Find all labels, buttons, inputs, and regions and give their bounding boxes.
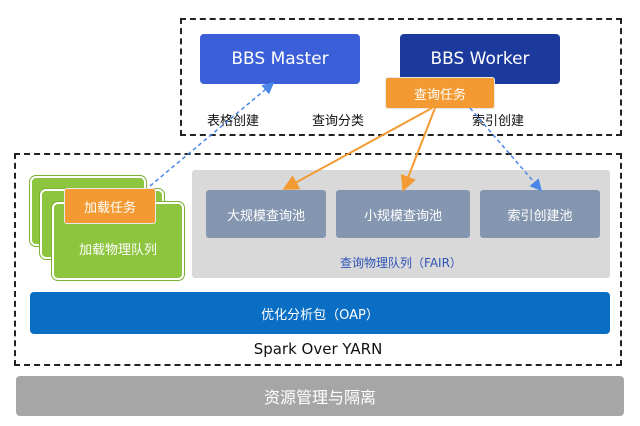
query-classify-label: 查询分类 <box>312 114 365 129</box>
bbs-master-node: BBS Master <box>200 34 360 84</box>
small-query-pool: 小规模查询池 <box>336 190 470 238</box>
spark-label: Spark Over YARN <box>253 340 383 358</box>
table-create-label: 表格创建 <box>207 114 260 129</box>
query-task-box: 查询任务 <box>385 77 495 109</box>
load-task-box: 加载任务 <box>64 188 156 224</box>
query-queue-label: 查询物理队列（FAIR） <box>340 256 462 270</box>
index-create-label: 索引创建 <box>472 114 525 129</box>
resource-bar: 资源管理与隔离 <box>16 376 624 416</box>
index-create-pool: 索引创建池 <box>480 190 600 238</box>
large-query-pool: 大规模查询池 <box>206 190 326 238</box>
bbs-worker-node: BBS Worker <box>400 34 560 84</box>
oap-bar: 优化分析包（OAP） <box>30 292 610 334</box>
load-queue-label: 加载物理队列 <box>78 242 157 258</box>
